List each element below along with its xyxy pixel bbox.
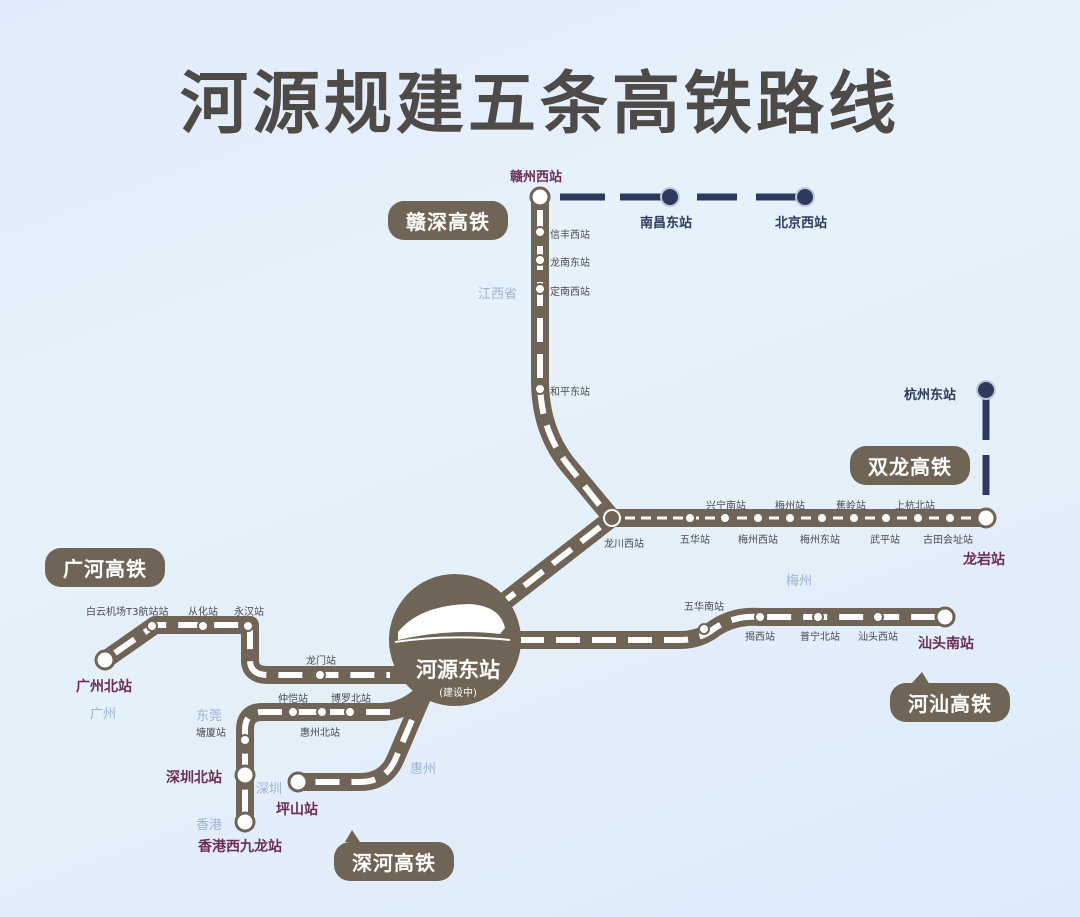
station-meizhou: 梅州站 (775, 501, 805, 512)
station-hepingdong: 和平东站 (550, 387, 590, 398)
line-tag-shenhe: 深河高铁 (334, 842, 454, 881)
station-wuhuanan: 五华南站 (684, 602, 724, 613)
station-longmen: 龙门站 (306, 656, 336, 667)
terminal-pingshan (287, 771, 309, 793)
station-shantounan: 汕头南站 (918, 636, 974, 652)
hub-name: 河源东站 (416, 658, 500, 682)
station-beijingxi: 北京西站 (775, 216, 828, 231)
station-wuhua: 五华站 (680, 535, 710, 546)
station-longchuanxi: 龙川西站 (604, 539, 644, 550)
terminal-ganzhouxi (529, 186, 551, 208)
line-tag-ganshen: 赣深高铁 (388, 201, 508, 240)
terminal-shantounan (934, 606, 956, 628)
region-jiangxi: 江西省 (478, 287, 518, 302)
terminal-guangzhoubei (94, 649, 116, 671)
station-puningbei: 普宁北站 (800, 632, 840, 643)
line-tag-heshan: 河汕高铁 (890, 683, 1010, 722)
station-meizhoudong: 梅州东站 (800, 535, 840, 546)
hub-circle (389, 574, 521, 706)
region-huizhou: 惠州 (410, 762, 437, 777)
station-jiexi: 揭西站 (745, 632, 775, 643)
line-tag-shuanglong: 双龙高铁 (850, 446, 970, 485)
station-baiyunjichang: 白云机场T3航站站 (86, 607, 169, 618)
terminal-xianggang (234, 811, 256, 833)
station-dingnanxi: 定南西站 (550, 287, 590, 298)
station-meizhouxi: 梅州西站 (738, 535, 778, 546)
high-speed-train-icon (394, 604, 511, 643)
line-tag-guanghe: 广河高铁 (45, 548, 165, 587)
station-guangzhoubei: 广州北站 (76, 679, 132, 695)
station-boluobei: 博罗北站 (331, 694, 371, 705)
station-conghua: 从化站 (188, 607, 218, 618)
station-shantouxi: 汕头西站 (858, 632, 898, 643)
terminal-hangzhoudong (976, 380, 996, 400)
station-shanghangbei: 上杭北站 (895, 501, 935, 512)
station-hangzhoudong: 杭州东站 (904, 388, 957, 403)
terminal-shenzhenbei (234, 764, 256, 786)
station-pingshan: 坪山站 (276, 802, 318, 818)
station-xingningnan: 兴宁南站 (706, 501, 746, 512)
station-wuping: 武平站 (870, 535, 900, 546)
station-zhongkai: 仲恺站 (278, 694, 308, 705)
station-nanchangdong: 南昌东站 (640, 216, 693, 231)
station-longyan: 龙岩站 (963, 552, 1005, 568)
region-dongguan: 东莞 (196, 709, 223, 724)
guanghe-track (96, 616, 439, 684)
station-ganzhouxi: 赣州西站 (510, 170, 563, 185)
station-xinfengxi: 信丰西站 (550, 230, 590, 241)
region-meizhou: 梅州 (786, 574, 813, 589)
station-huizhoubei: 惠州北站 (300, 728, 340, 739)
station-jiaoling: 蕉岭站 (836, 501, 866, 512)
terminal-longyan (975, 507, 997, 529)
station-longnandong: 龙南东站 (550, 258, 590, 269)
station-yonghan: 永汉站 (234, 607, 264, 618)
station-xianggangxijiulong: 香港西九龙站 (198, 839, 282, 855)
station-gutianhuizhi: 古田会址站 (923, 535, 973, 546)
junction-longchuanxi (603, 509, 621, 527)
station-shenzhenbei: 深圳北站 (166, 770, 222, 786)
terminal-beijingxi (795, 187, 815, 207)
hub-status: (建设中) (439, 688, 477, 699)
terminal-nanchangdong (660, 187, 680, 207)
region-shenzhen: 深圳 (256, 782, 283, 797)
region-xianggang: 香港 (196, 818, 223, 833)
region-guangzhou: 广州 (90, 707, 117, 722)
map-title: 河源规建五条高铁路线 (179, 65, 900, 144)
station-tangxia: 塘厦站 (196, 728, 226, 739)
